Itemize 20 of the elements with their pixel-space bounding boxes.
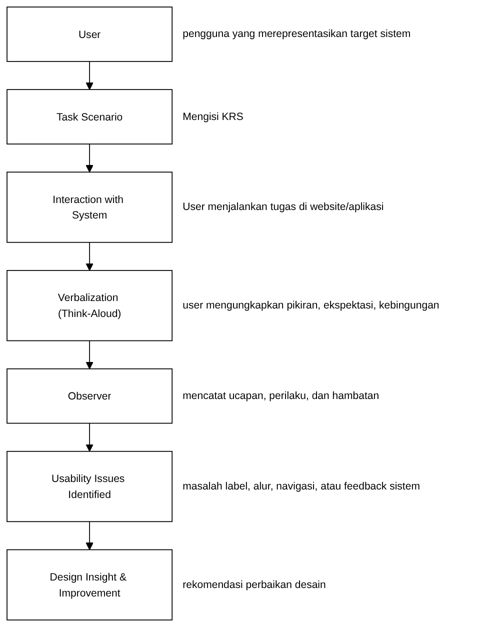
process-box: Usability Issues Identified (6, 450, 173, 522)
process-box: Task Scenario (6, 89, 173, 144)
description-text: rekomendasi perbaikan desain (182, 578, 326, 591)
description-text: masalah label, alur, navigasi, atau feedback sistem (182, 480, 420, 492)
process-box: Interaction with System (6, 172, 173, 243)
process-box: Verbalization (Think-Aloud) (6, 270, 173, 342)
description-text: Mengisi KRS (182, 110, 244, 123)
arrow (86, 242, 94, 271)
arrow (86, 61, 94, 90)
description-text: User menjalankan tugas di website/aplikasi (182, 201, 384, 214)
description-text: user mengungkapkan pikiran, ekspektasi, kebingungan (182, 300, 440, 312)
process-box: Design Insight & Improvement (6, 549, 173, 620)
arrow (86, 521, 94, 550)
description-text: pengguna yang merepresentasikan target sistem (182, 28, 411, 40)
process-box: Observer (6, 368, 173, 424)
description-text: mencatat ucapan, perilaku, dan hambatan (182, 390, 380, 402)
process-box: User (6, 6, 173, 62)
arrow (86, 340, 94, 370)
arrow (86, 422, 94, 452)
arrow (86, 144, 94, 172)
